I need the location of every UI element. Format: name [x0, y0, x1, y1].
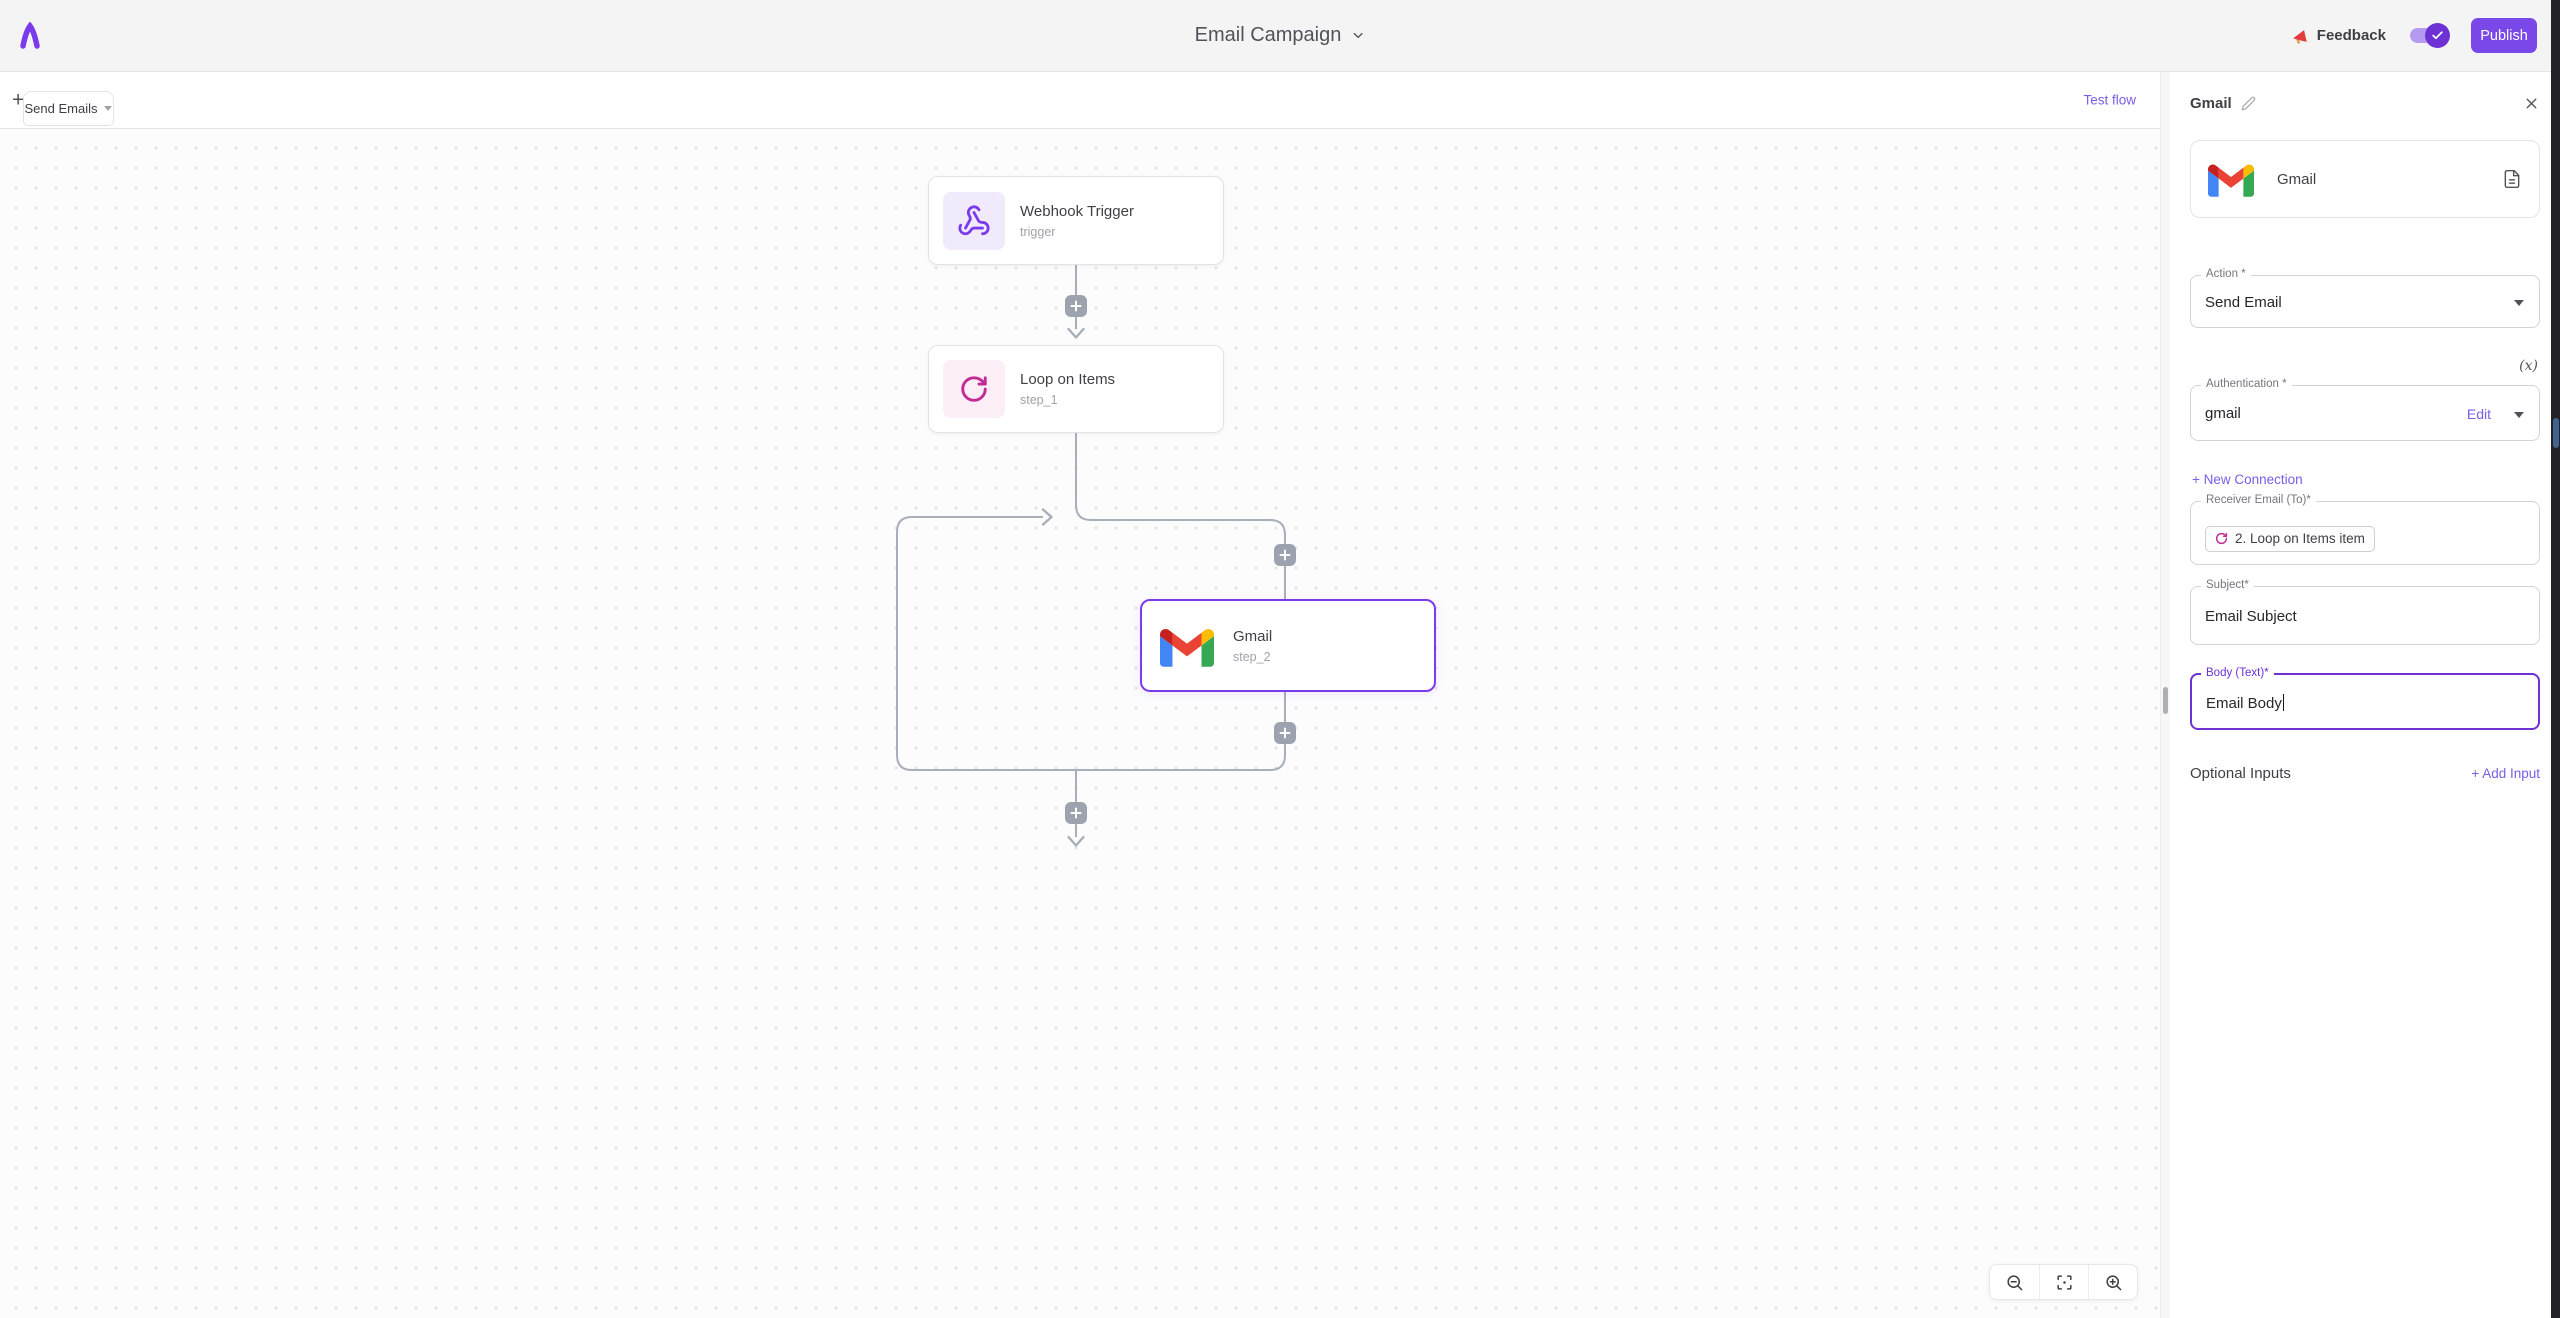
- feedback-button[interactable]: Feedback: [2291, 27, 2386, 45]
- flow-title: Email Campaign: [1194, 24, 1342, 46]
- subject-input[interactable]: Subject* Email Subject: [2190, 579, 2540, 645]
- add-step-button[interactable]: [1065, 295, 1087, 317]
- topbar-actions: Feedback Publish: [2291, 18, 2537, 53]
- action-value: Send Email: [2205, 294, 2282, 311]
- chevron-down-icon: [2514, 412, 2524, 418]
- add-input-link[interactable]: + Add Input: [2471, 766, 2540, 781]
- node-title: Webhook Trigger: [1020, 202, 1134, 220]
- docs-button[interactable]: [2502, 169, 2522, 189]
- node-loop-on-items[interactable]: Loop on Items step_1: [928, 345, 1224, 433]
- new-connection-link[interactable]: + New Connection: [2192, 472, 2303, 487]
- body-text-input[interactable]: Body (Text)* Email Body: [2190, 667, 2540, 730]
- loop-icon: [943, 360, 1005, 418]
- gmail-logo-icon: [2208, 164, 2254, 197]
- text-cursor: [2282, 694, 2285, 711]
- optional-inputs-row: Optional Inputs + Add Input: [2190, 765, 2540, 782]
- flow-enabled-toggle[interactable]: [2410, 23, 2450, 48]
- add-step-button[interactable]: [1065, 802, 1087, 824]
- dynamic-value-toggle[interactable]: (x): [2519, 358, 2538, 374]
- panel-scrollbar-thumb[interactable]: [2163, 687, 2168, 714]
- panel-header: Gmail: [2190, 95, 2540, 112]
- gmail-logo-icon: [1156, 617, 1218, 675]
- add-step-button[interactable]: [1274, 722, 1296, 744]
- flow-canvas[interactable]: Webhook Trigger trigger Loop on Items st…: [0, 129, 2160, 1318]
- zoom-out-button[interactable]: [1990, 1265, 2039, 1299]
- body-text-value: Email Body: [2192, 675, 2538, 712]
- step-settings-panel: Gmail Gmail: [2170, 72, 2560, 1318]
- body-text-label: Body (Text)*: [2201, 667, 2274, 679]
- chevron-down-icon: [1353, 32, 1363, 39]
- top-bar: Email Campaign Feedback Publish: [0, 0, 2560, 72]
- flow-tab-label: Send Emails: [24, 101, 98, 116]
- node-step-name: step_1: [1020, 393, 1058, 407]
- feedback-label: Feedback: [2316, 27, 2386, 44]
- piece-info-card: Gmail: [2190, 140, 2540, 218]
- webhook-icon: [943, 191, 1005, 250]
- panel-title: Gmail: [2190, 95, 2232, 112]
- action-label: Action *: [2201, 268, 2251, 280]
- optional-inputs-label: Optional Inputs: [2190, 765, 2291, 782]
- test-flow-button[interactable]: Test flow: [2083, 92, 2136, 108]
- authentication-select[interactable]: Authentication * gmail Edit: [2190, 378, 2540, 441]
- loop-item-token[interactable]: 2. Loop on Items item: [2205, 526, 2375, 552]
- loop-icon: [2215, 532, 2228, 545]
- toggle-thumb: [2425, 23, 2450, 48]
- app-logo-icon[interactable]: [18, 21, 42, 55]
- subject-value: Email Subject: [2205, 608, 2297, 625]
- publish-button[interactable]: Publish: [2471, 18, 2537, 53]
- close-icon: [2526, 98, 2537, 109]
- megaphone-icon: [2293, 29, 2307, 44]
- edit-name-pencil-icon[interactable]: [2241, 96, 2256, 111]
- node-step-name: step_2: [1233, 649, 1271, 664]
- authentication-label: Authentication *: [2201, 378, 2292, 390]
- node-gmail[interactable]: Gmail step_2: [1140, 599, 1436, 692]
- window-scrollbar[interactable]: [2551, 0, 2560, 1318]
- panel-divider: [2160, 72, 2170, 1318]
- flow-tab-bar: + Send Emails Test flow: [0, 72, 2160, 129]
- receiver-email-label: Receiver Email (To)*: [2201, 494, 2316, 506]
- workspace: + Send Emails Test flow: [0, 72, 2560, 1318]
- subject-label: Subject*: [2201, 579, 2254, 591]
- fit-view-icon: [2056, 1274, 2072, 1290]
- receiver-email-input[interactable]: Receiver Email (To)* 2. Loop on Items it…: [2190, 494, 2540, 565]
- flow-tab-send-emails[interactable]: Send Emails: [23, 91, 114, 126]
- add-flow-tab-button[interactable]: +: [12, 88, 25, 112]
- token-label: 2. Loop on Items item: [2235, 531, 2365, 546]
- zoom-out-icon: [2007, 1274, 2023, 1290]
- add-step-button[interactable]: [1274, 544, 1296, 566]
- zoom-in-icon: [2105, 1274, 2121, 1290]
- window-scrollbar-thumb[interactable]: [2552, 418, 2559, 448]
- action-select[interactable]: Action * Send Email: [2190, 268, 2540, 328]
- canvas-zoom-toolbar: [1989, 1264, 2138, 1300]
- piece-name: Gmail: [2277, 170, 2317, 188]
- close-panel-button[interactable]: [2523, 95, 2540, 112]
- edit-connection-link[interactable]: Edit: [2466, 406, 2491, 422]
- tab-caret-icon: [104, 106, 113, 111]
- chevron-down-icon: [2514, 300, 2524, 306]
- flow-title-menu[interactable]: Email Campaign: [1195, 24, 1366, 47]
- node-step-name: trigger: [1020, 224, 1056, 239]
- canvas-column: + Send Emails Test flow: [0, 72, 2160, 1318]
- check-icon: [2432, 31, 2443, 40]
- node-title: Loop on Items: [1020, 371, 1116, 388]
- authentication-value: gmail: [2205, 405, 2241, 422]
- zoom-in-button[interactable]: [2088, 1265, 2137, 1299]
- document-icon: [2504, 169, 2520, 189]
- dynamic-value-row: (x): [2190, 359, 2538, 373]
- node-title: Gmail: [1233, 627, 1273, 645]
- node-webhook-trigger[interactable]: Webhook Trigger trigger: [928, 176, 1224, 265]
- fit-view-button[interactable]: [2039, 1265, 2088, 1299]
